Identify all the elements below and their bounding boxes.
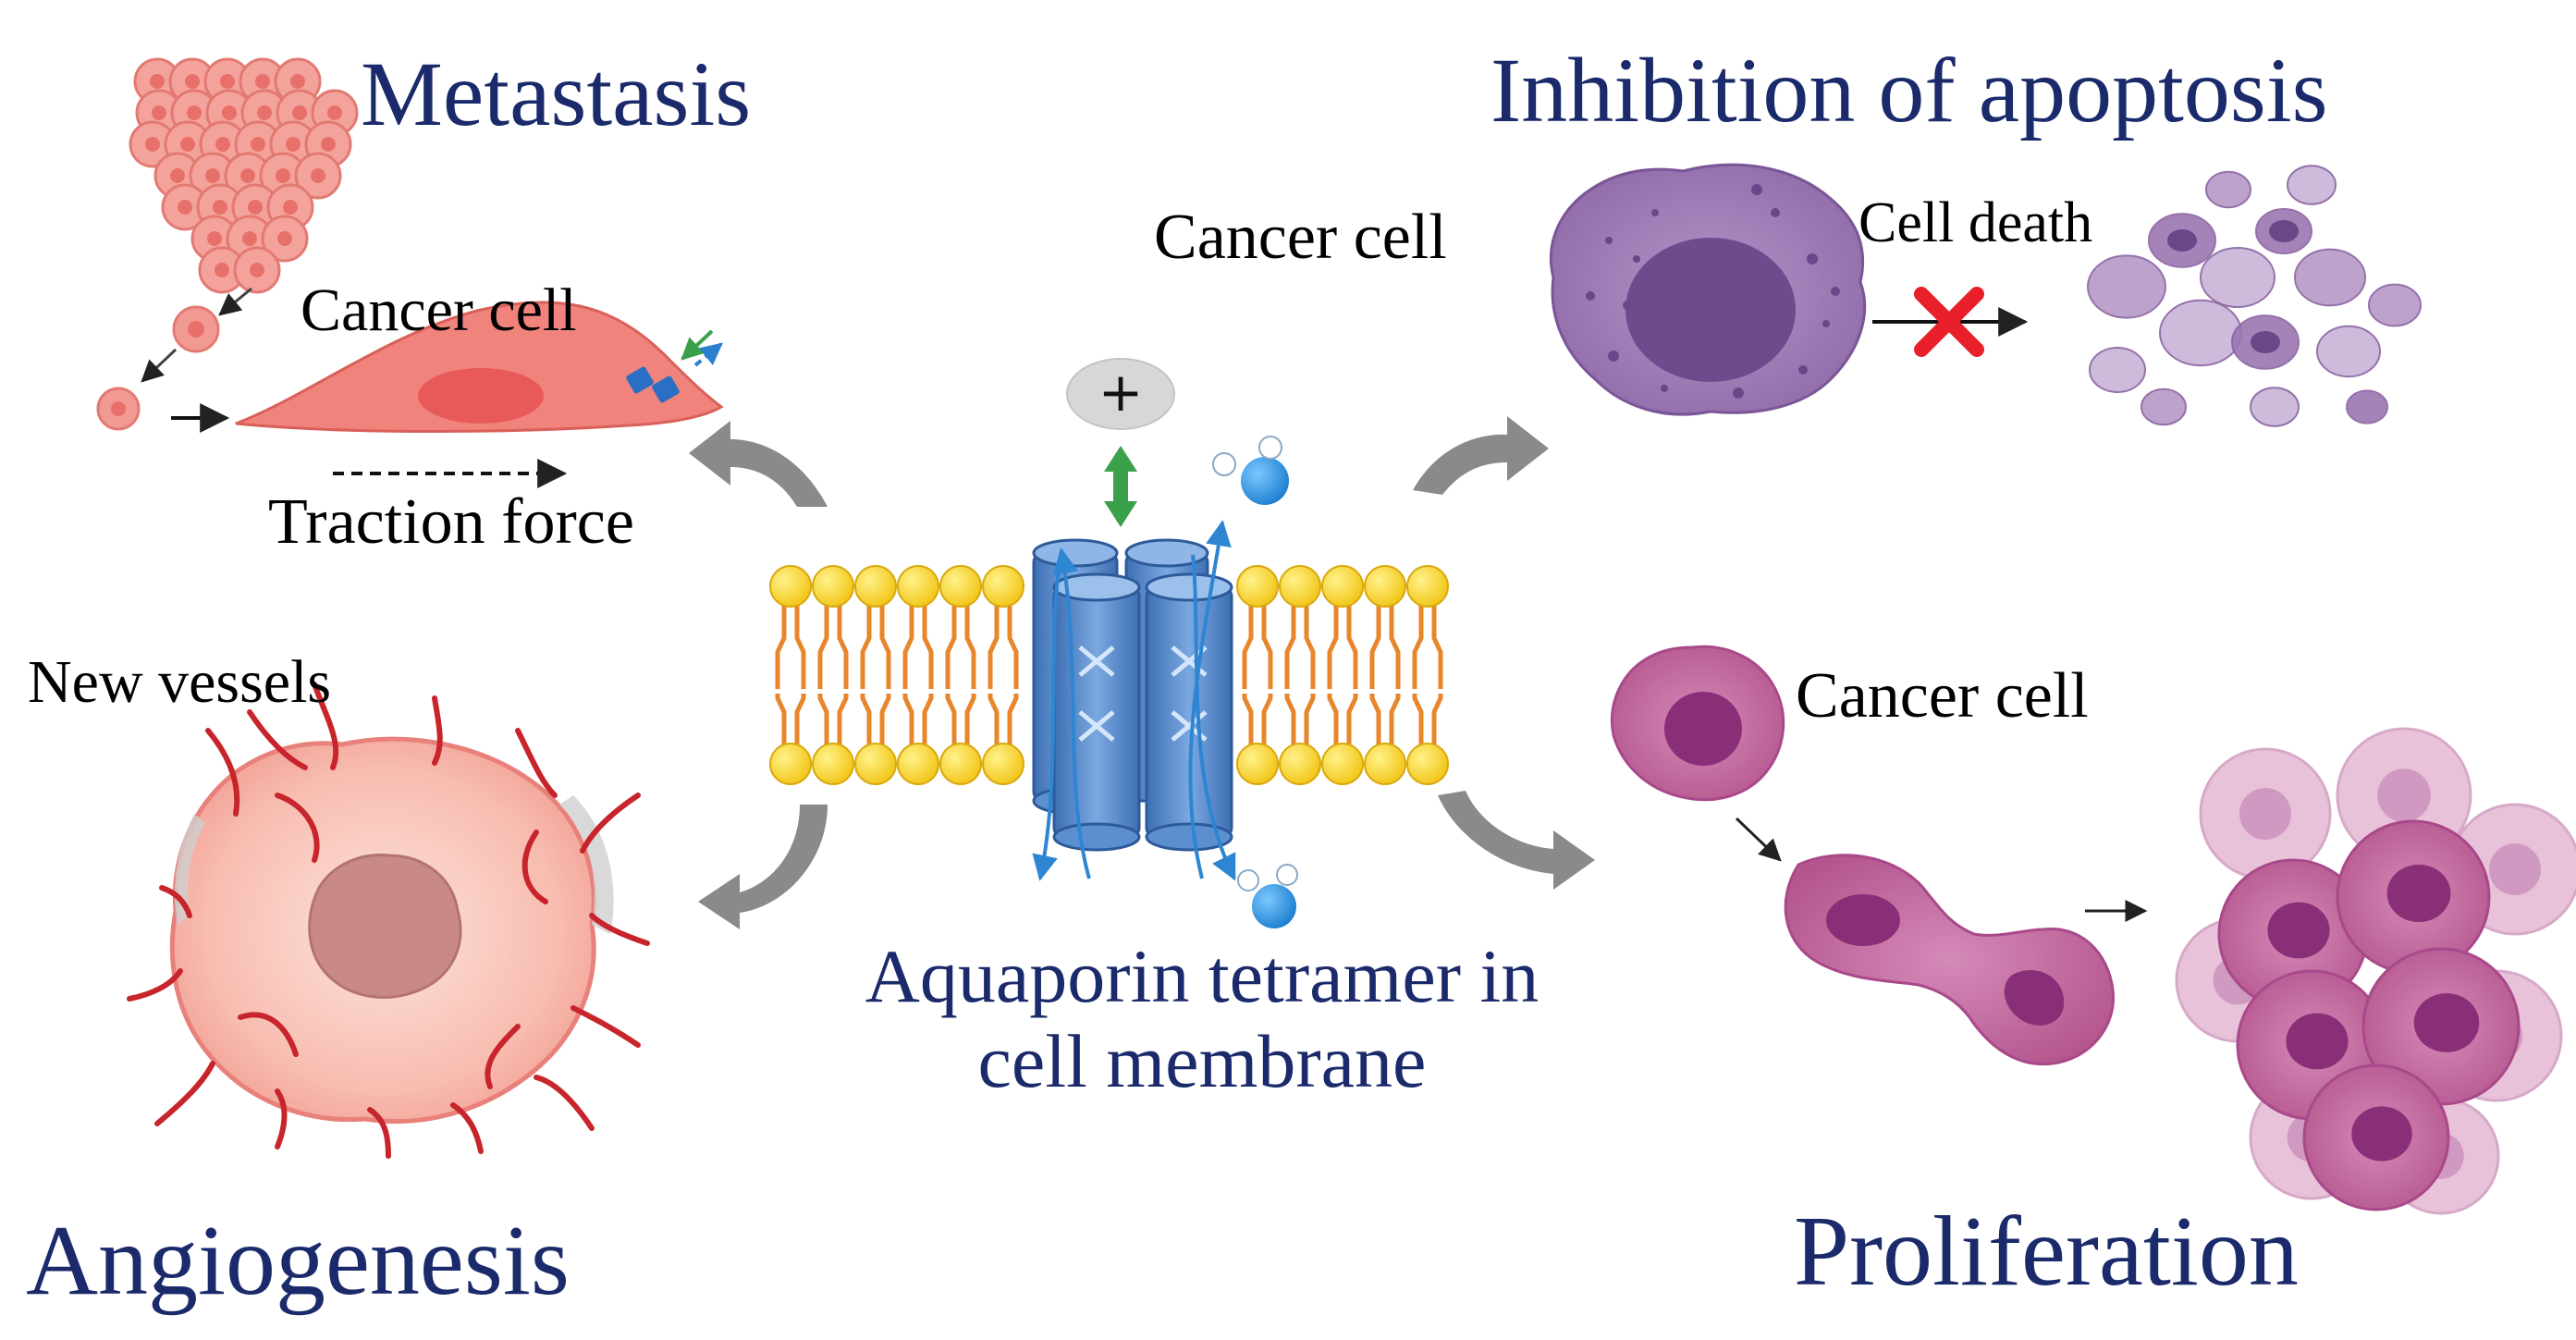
cell-membrane [769, 565, 1449, 785]
tumor-core [308, 854, 462, 999]
water-flow-arrow [1191, 554, 1236, 881]
blocked-cross-icon [1914, 287, 1984, 357]
water-flow-arrow [1052, 547, 1091, 879]
label-cancer-cell-metastasis: Cancer cell [301, 277, 577, 344]
caption-line-2: cell membrane [977, 1018, 1427, 1103]
caption-line-1: Aquaporin tetramer in [865, 934, 1539, 1018]
proliferation-panel [1610, 645, 2576, 1215]
label-new-vessels: New vessels [28, 648, 332, 716]
lipid-heads [769, 565, 1449, 785]
proliferating-cell-cluster [2175, 727, 2576, 1215]
dividing-cell [1784, 854, 2116, 1066]
svg-text:+: + [1098, 361, 1144, 424]
aquaporin-caption: Aquaporin tetramer in cell membrane [740, 934, 1664, 1104]
proliferation-nucleus [1664, 692, 1742, 766]
aquaporin-subunit [1052, 572, 1141, 852]
grey-arrows [689, 416, 1595, 929]
lipid-tails [775, 606, 1443, 744]
angiogenesis-panel [127, 682, 650, 1159]
dispersing-cells [96, 287, 252, 431]
new-vessels [127, 682, 650, 1159]
water-flow-arrow [1032, 549, 1063, 881]
apoptosis-panel [1549, 163, 2422, 427]
water-flow-arrow [1188, 520, 1232, 879]
arrow-to-apoptosis [1413, 416, 1549, 495]
label-traction-force: Traction force [268, 486, 634, 558]
metastasis-panel [96, 57, 724, 488]
apoptosis-granules [1586, 184, 1840, 399]
title-metastasis: Metastasis [361, 43, 752, 145]
label-cell-death: Cell death [1858, 191, 2093, 254]
label-cancer-cell-proliferation: Cancer cell [1796, 660, 2089, 731]
title-angiogenesis: Angiogenesis [26, 1206, 570, 1316]
cation-plus-icon: + [1066, 358, 1175, 430]
division-arrow [1735, 817, 1782, 862]
water-molecule-icon [1237, 864, 1298, 928]
aquaporin-tetramer [1032, 520, 1236, 881]
title-inhibition-of-apoptosis: Inhibition of apoptosis [1490, 39, 2328, 141]
arrow-to-proliferation [1438, 791, 1595, 890]
water-molecule-icon [1212, 436, 1289, 505]
label-cancer-cell-apoptosis: Cancer cell [1154, 202, 1447, 273]
migrating-cancer-cell [235, 301, 724, 433]
apoptotic-debris [2087, 165, 2422, 427]
title-proliferation: Proliferation [1794, 1197, 2299, 1307]
aquaporin-subunit [1145, 572, 1233, 852]
metastasis-cell-cluster [129, 57, 359, 294]
ion-transport-double-arrow-icon [1104, 446, 1137, 527]
arrow-to-angiogenesis [698, 805, 828, 929]
arrow-to-metastasis [689, 421, 828, 507]
apoptosis-nucleus [1625, 238, 1796, 382]
